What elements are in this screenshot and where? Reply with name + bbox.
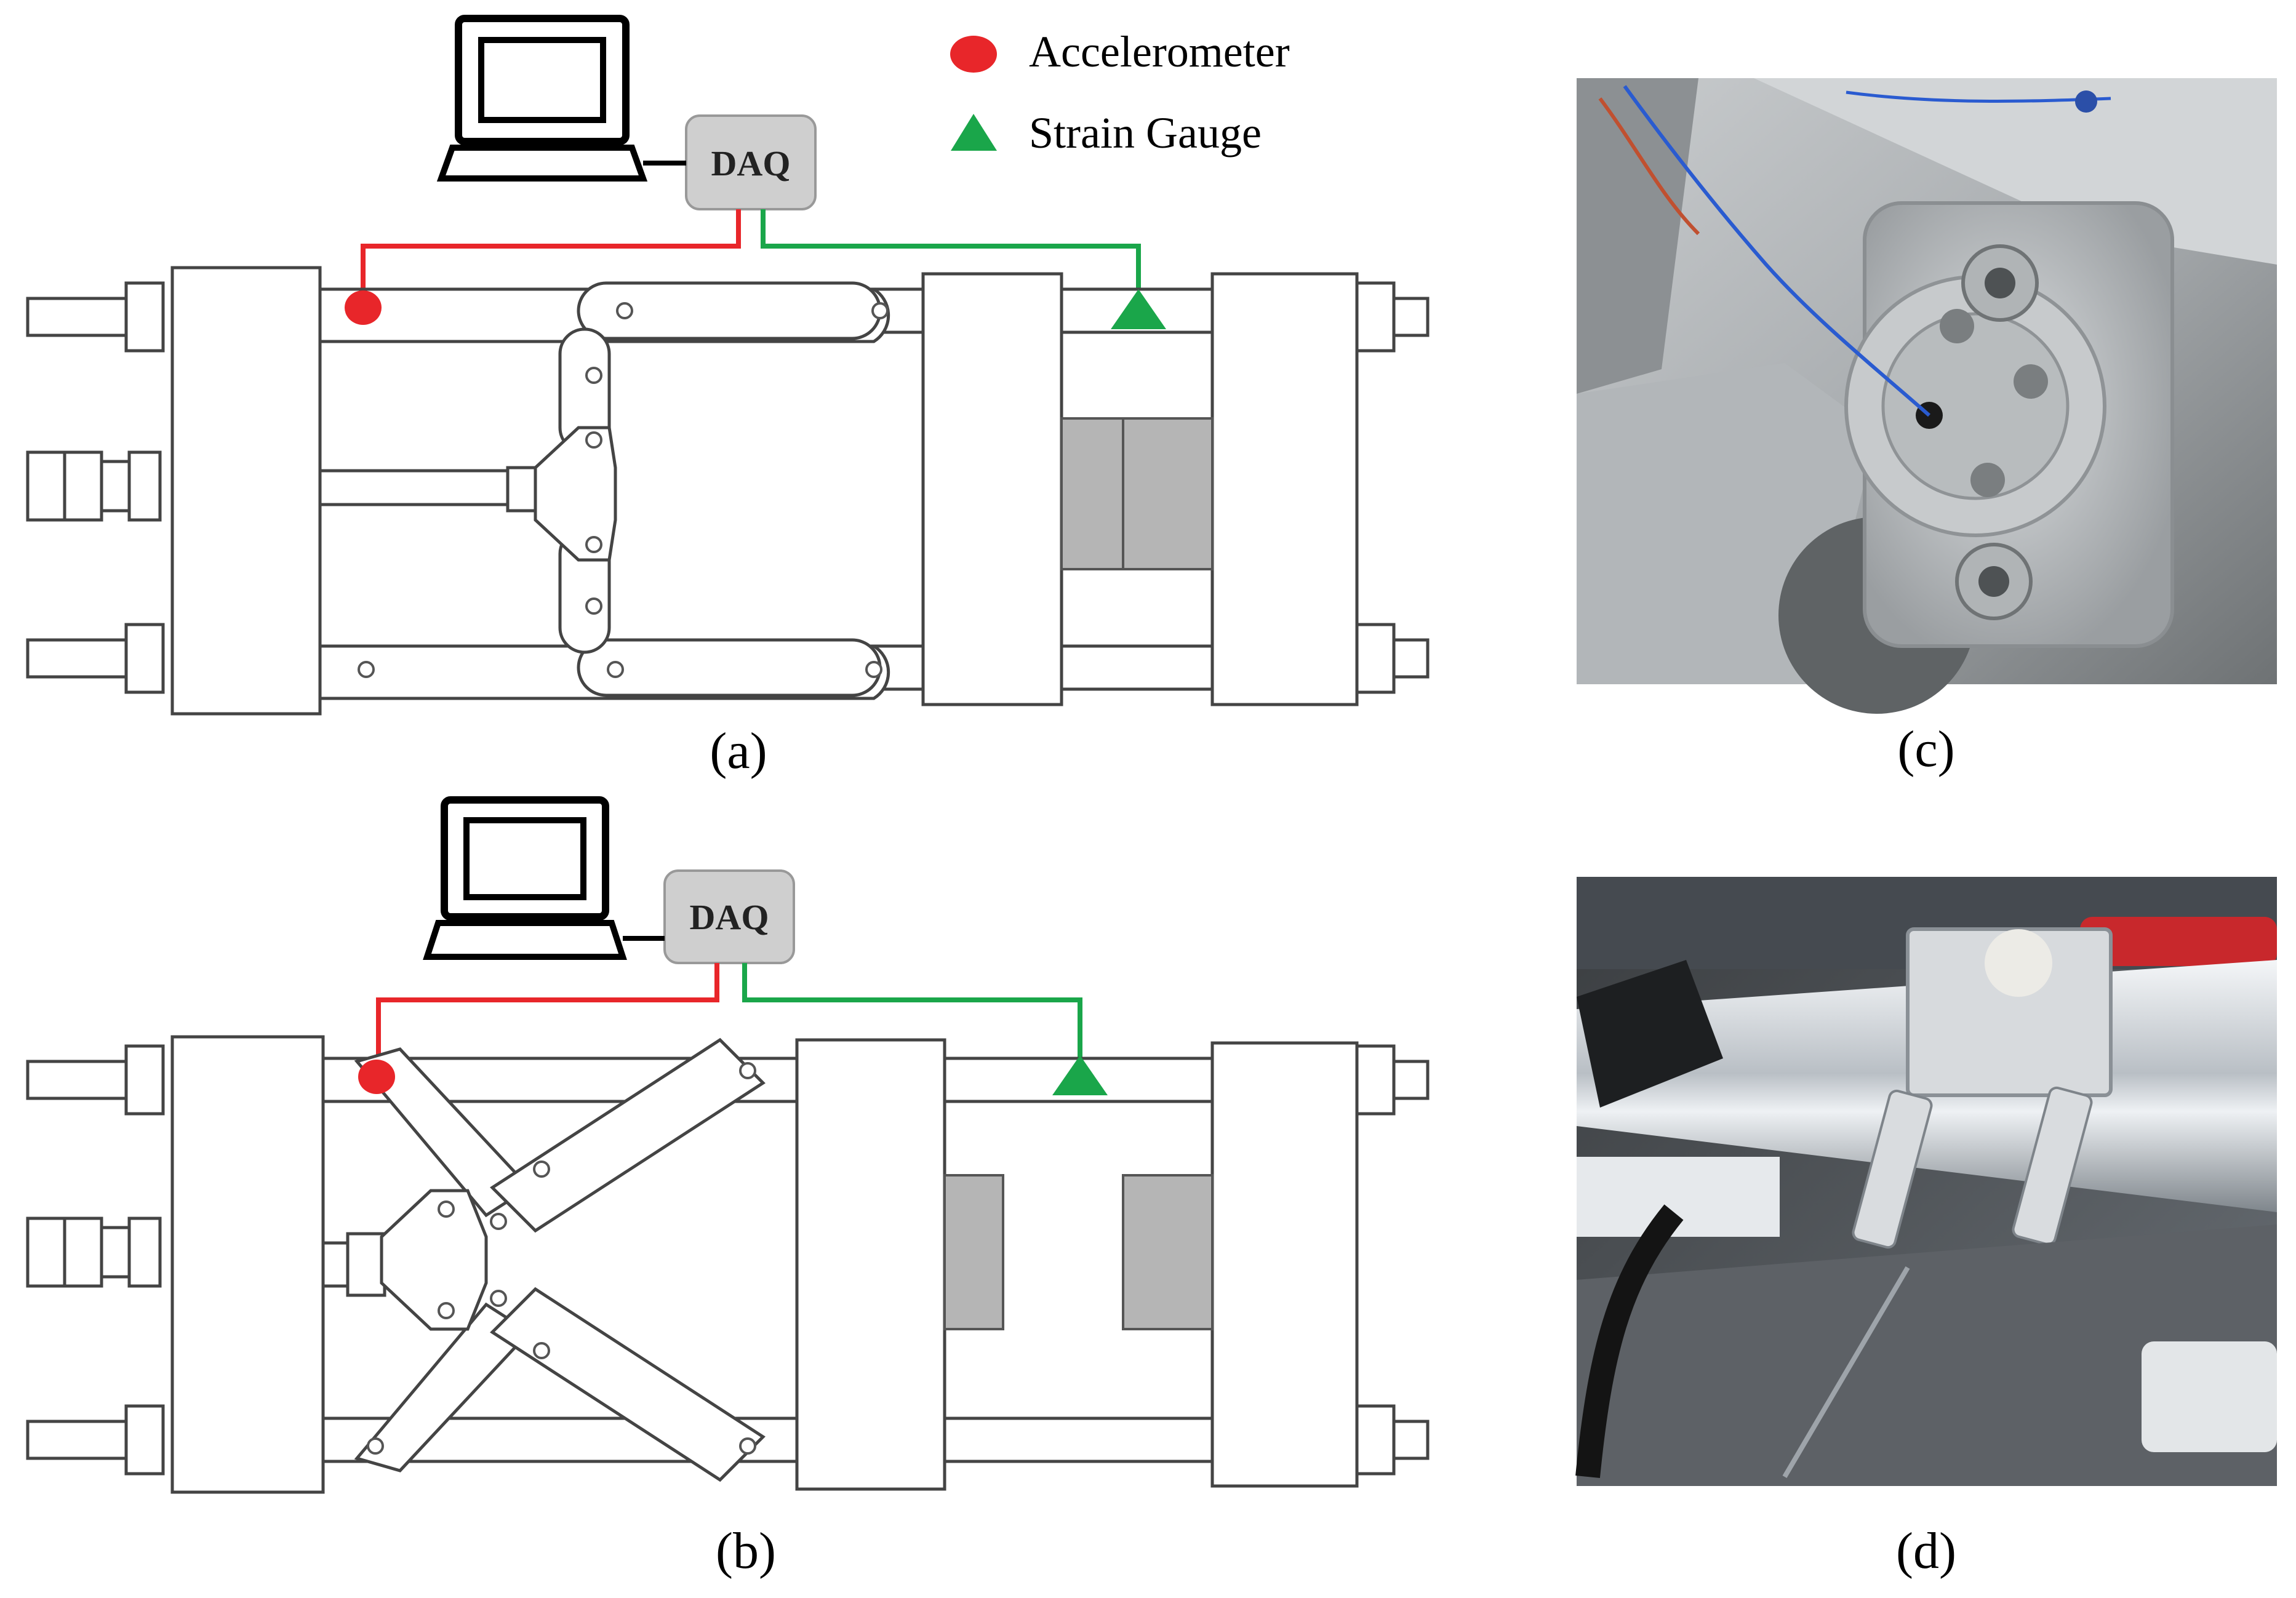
mold-half-fixed [1122,417,1214,570]
laptop-icon [436,15,648,182]
panel-label-c: (c) [1897,721,1954,778]
legend-strain-gauge-label: Strain Gauge [1029,108,1262,158]
legend: Accelerometer Strain Gauge [950,27,1290,158]
strain-gauge-sensor [1052,1055,1108,1095]
fixed-platen [1210,1041,1359,1488]
moving-platen [921,272,1063,706]
panel-b-diagram: DAQ [26,796,1430,1494]
accelerometer-cable [376,963,719,1065]
panel-label-a: (a) [710,722,767,780]
accelerometer-sensor [345,290,382,325]
strain-gauge-sensor [1111,289,1166,329]
strain-gauge-cable [742,963,1082,1065]
mold-half-moving [1060,417,1124,570]
daq-box [663,869,795,964]
photo-c-accelerometer-mount [1577,78,2277,714]
accelerometer-sensor [358,1060,395,1094]
photo-d-strain-gauge-mount [1575,877,2277,1486]
laptop-icon [423,796,627,960]
rear-platen [170,266,322,716]
fixed-platen [1210,272,1359,706]
strain-gauge-legend-marker [951,114,997,151]
mold-half-fixed [1122,1174,1214,1330]
panel-a-diagram: DAQ [26,15,1430,716]
legend-accelerometer-label: Accelerometer [1029,27,1290,76]
moving-platen [795,1038,946,1491]
accelerometer-legend-marker [950,36,997,73]
accelerometer-cable [361,209,741,295]
panel-label-b: (b) [716,1522,776,1580]
rear-platen [170,1035,325,1494]
daq-label: DAQ [711,143,791,183]
strain-gauge-cable [761,209,1141,295]
panel-label-d: (d) [1896,1522,1956,1580]
daq-label: DAQ [690,897,769,937]
mold-half-moving [943,1174,1004,1330]
